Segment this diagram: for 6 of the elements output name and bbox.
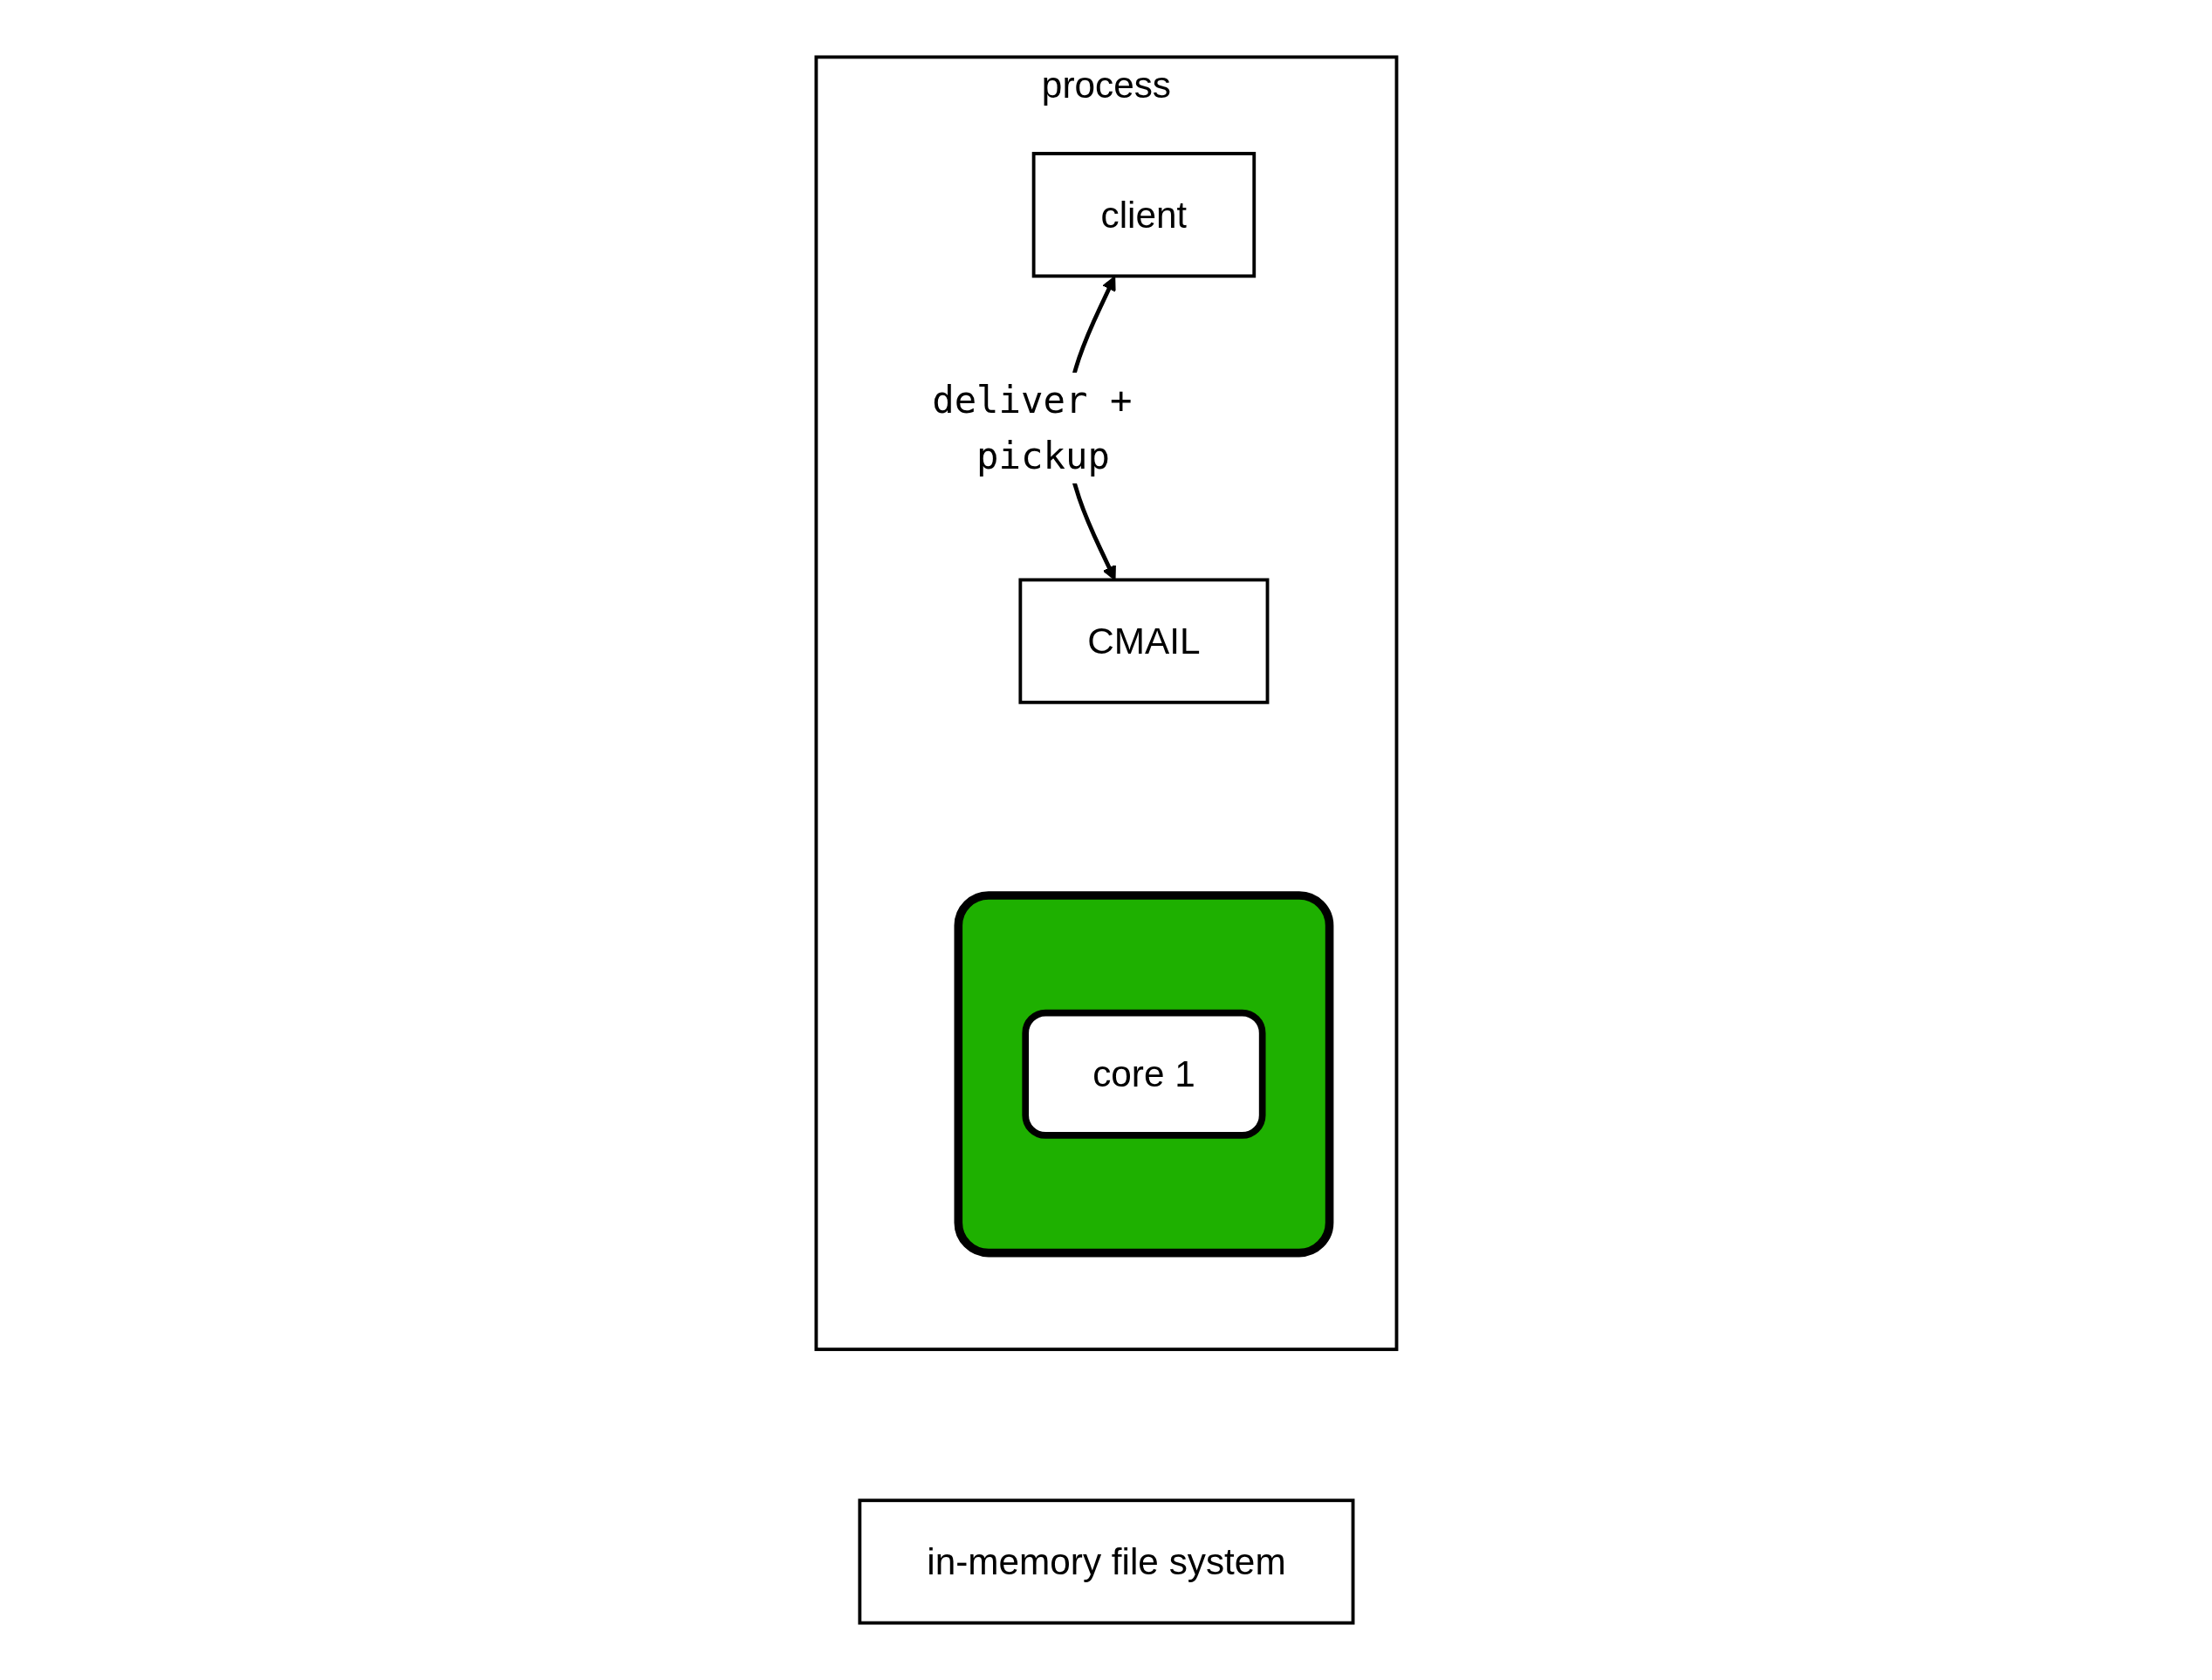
node-box: in-memory file system <box>857 1498 1355 1625</box>
cluster <box>954 891 1333 1258</box>
node-box: client <box>1031 152 1256 278</box>
edge-label: deliver + pickup <box>931 379 1132 477</box>
node-box: core 1 <box>1021 1009 1266 1139</box>
node-box: CMAIL <box>1017 578 1269 704</box>
